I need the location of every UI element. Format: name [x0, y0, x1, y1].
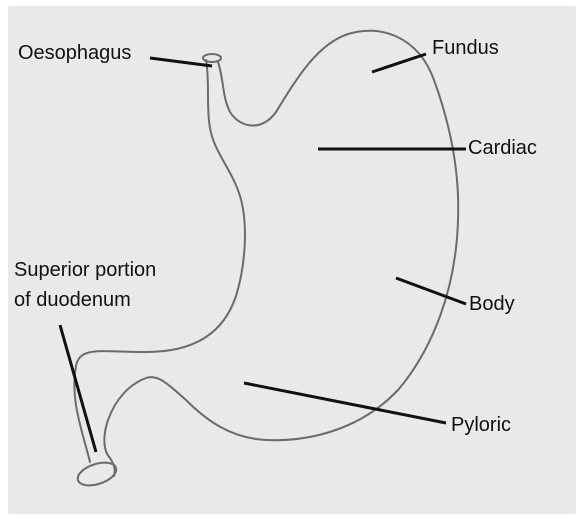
oesophagus-leader-line [149, 56, 213, 68]
paper-background [8, 6, 576, 514]
pyloric-label: Pyloric [451, 414, 512, 436]
duodenum-label-line-1: Superior portion [14, 259, 157, 281]
body-label: Body [469, 293, 515, 315]
pyloric-leader-line [243, 381, 447, 425]
duodenum-wall [109, 457, 116, 477]
fundus-label: Fundus [432, 37, 499, 59]
duodenum-label-line-2: of duodenum [14, 289, 131, 311]
duodenum-opening [76, 461, 118, 487]
fundus-leader-line [371, 52, 427, 74]
duodenum-label: Superior portion of duodenum [14, 255, 156, 315]
body-leader-line [395, 276, 467, 306]
cardiac-label: Cardiac [468, 137, 537, 159]
stomach-outline [73, 29, 460, 463]
duodenum-leader-line [58, 324, 98, 453]
oesophagus-label: Oesophagus [18, 42, 132, 64]
oesophagus-opening [202, 53, 222, 63]
